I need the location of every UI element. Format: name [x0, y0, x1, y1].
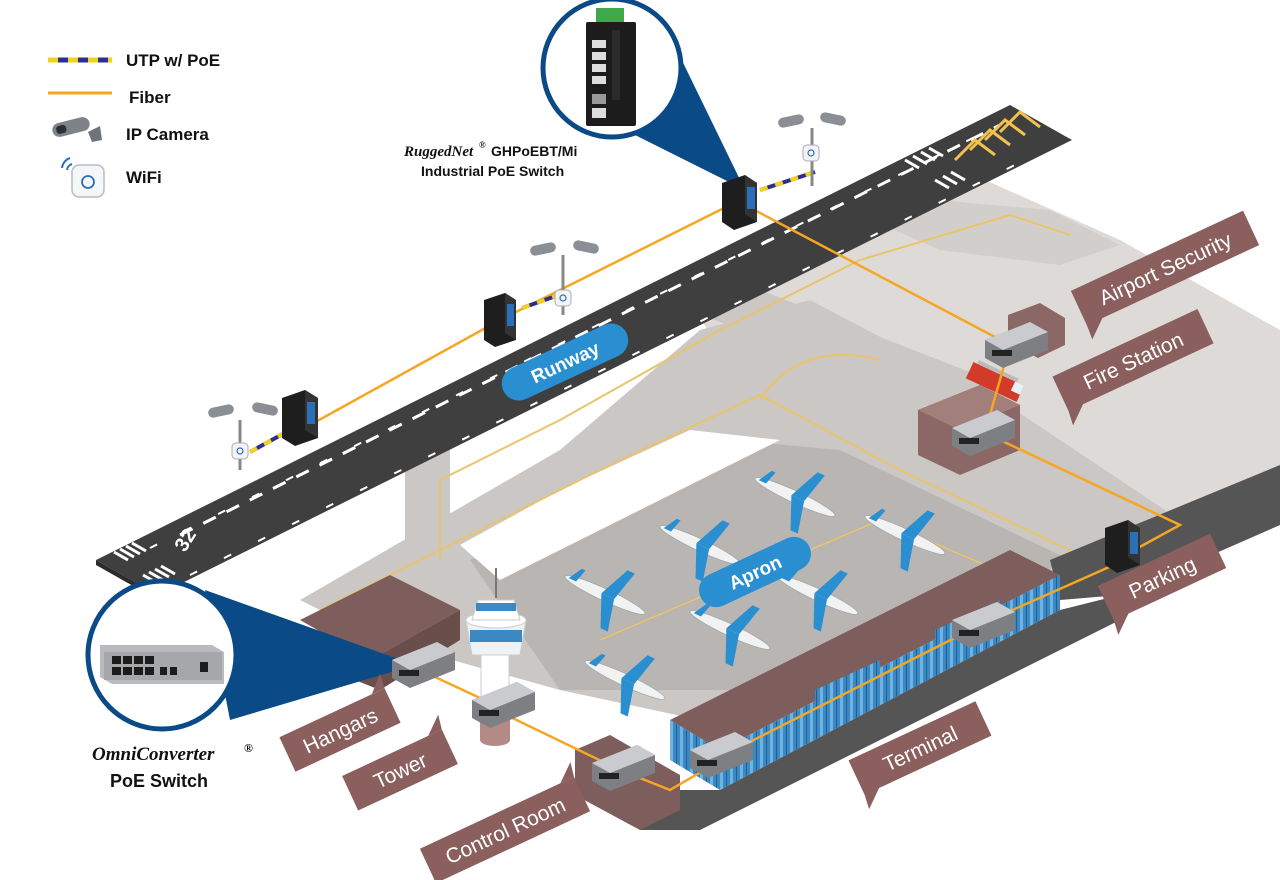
poe-switch-icon: [472, 682, 535, 728]
poe-switch-icon: [985, 322, 1048, 368]
ip-camera-icon: [778, 114, 804, 128]
airplane: [864, 508, 946, 572]
tower-glass: [470, 630, 522, 642]
legend: UTP w/ PoE Fiber IP Camera WiFi: [48, 51, 220, 198]
callout-top-brand: RuggedNet: [403, 144, 474, 160]
industrial-switch-product-icon: [586, 8, 636, 126]
callout-top-desc: Industrial PoE Switch: [421, 163, 564, 179]
camera-pole-right: [778, 112, 846, 186]
airplane: [689, 603, 771, 667]
runway-pill: [501, 323, 629, 401]
camera-pole-middle: [530, 240, 599, 315]
airplane: [564, 568, 646, 632]
poe-switch-icon: [952, 410, 1015, 456]
wifi-ap-icon: [554, 289, 572, 307]
legend-camera: IP Camera: [52, 117, 209, 144]
callout-cone-bottom: [205, 590, 415, 720]
wifi-icon: [61, 157, 105, 198]
legend-wifi: WiFi: [61, 157, 162, 198]
apron-pill: [699, 536, 811, 608]
ip-camera-icon: [252, 402, 278, 416]
taxi-line: [319, 393, 1081, 611]
terminal-roof: [670, 550, 1060, 750]
runway-chevrons: [953, 110, 1041, 162]
poe-switch-icon: [952, 602, 1015, 648]
callout-cone-top: [595, 40, 745, 190]
tag-control-room: Control Room: [419, 761, 591, 880]
callout-top: [540, 0, 684, 140]
control-tower: [465, 568, 527, 746]
fire-truck: [965, 360, 1025, 402]
ip-camera-icon: [820, 112, 846, 126]
buildings: [300, 303, 1280, 830]
ip-camera-icon: [52, 117, 102, 142]
runway-edge-marks: [149, 131, 986, 549]
callout-bottom-brand-mark: ®: [244, 741, 253, 755]
industrial-switch-icon: [722, 175, 757, 230]
wifi-ap-icon: [802, 144, 820, 162]
callout-bottom-brand: OmniConverter: [92, 744, 215, 765]
aircraft-group: [564, 470, 946, 717]
legend-wifi-label: WiFi: [126, 168, 162, 187]
legend-utp-label: UTP w/ PoE: [126, 51, 220, 70]
poe-switch-product-icon: [100, 645, 224, 684]
poe-switch-icon: [592, 745, 655, 791]
industrial-switch-icon: [1105, 520, 1140, 573]
legend-fiber-label: Fiber: [129, 88, 171, 107]
wifi-ap-icon: [231, 442, 249, 460]
threshold-left: [113, 541, 176, 585]
airplane: [584, 653, 666, 717]
taxi-line: [759, 354, 881, 401]
ip-camera-icon: [530, 242, 556, 256]
taxi-line: [439, 213, 1071, 560]
ip-camera-icon: [573, 240, 599, 254]
runway-centerline: [179, 123, 1001, 537]
callout-bottom: [85, 578, 239, 732]
callout-bottom-caption: OmniConverter ® PoE Switch: [92, 741, 253, 791]
poe-switch-icon: [392, 642, 455, 688]
industrial-switch-icon: [282, 390, 318, 446]
grass-field: [460, 430, 780, 580]
callout-top-caption: RuggedNet ® GHPoEBT/Mi Industrial PoE Sw…: [403, 140, 577, 179]
airplane: [754, 470, 836, 534]
camera-pole-left: [208, 402, 278, 470]
poe-switch-icon: [690, 732, 753, 778]
industrial-switch-icon: [484, 293, 516, 347]
legend-camera-label: IP Camera: [126, 125, 209, 144]
connector-taxiway: [690, 290, 990, 410]
terminal-road: [580, 595, 1120, 830]
threshold-right: [904, 146, 966, 190]
terminal-glass: [815, 660, 880, 730]
runway-edge-marks: [189, 159, 1026, 576]
legend-fiber: Fiber: [48, 88, 171, 107]
callout-top-model: GHPoEBT/Mi: [491, 143, 577, 159]
legend-utp: UTP w/ PoE: [48, 51, 220, 70]
ip-camera-icon: [208, 404, 234, 418]
callout-top-brand-mark: ®: [479, 140, 486, 150]
callout-bottom-desc: PoE Switch: [110, 771, 208, 791]
